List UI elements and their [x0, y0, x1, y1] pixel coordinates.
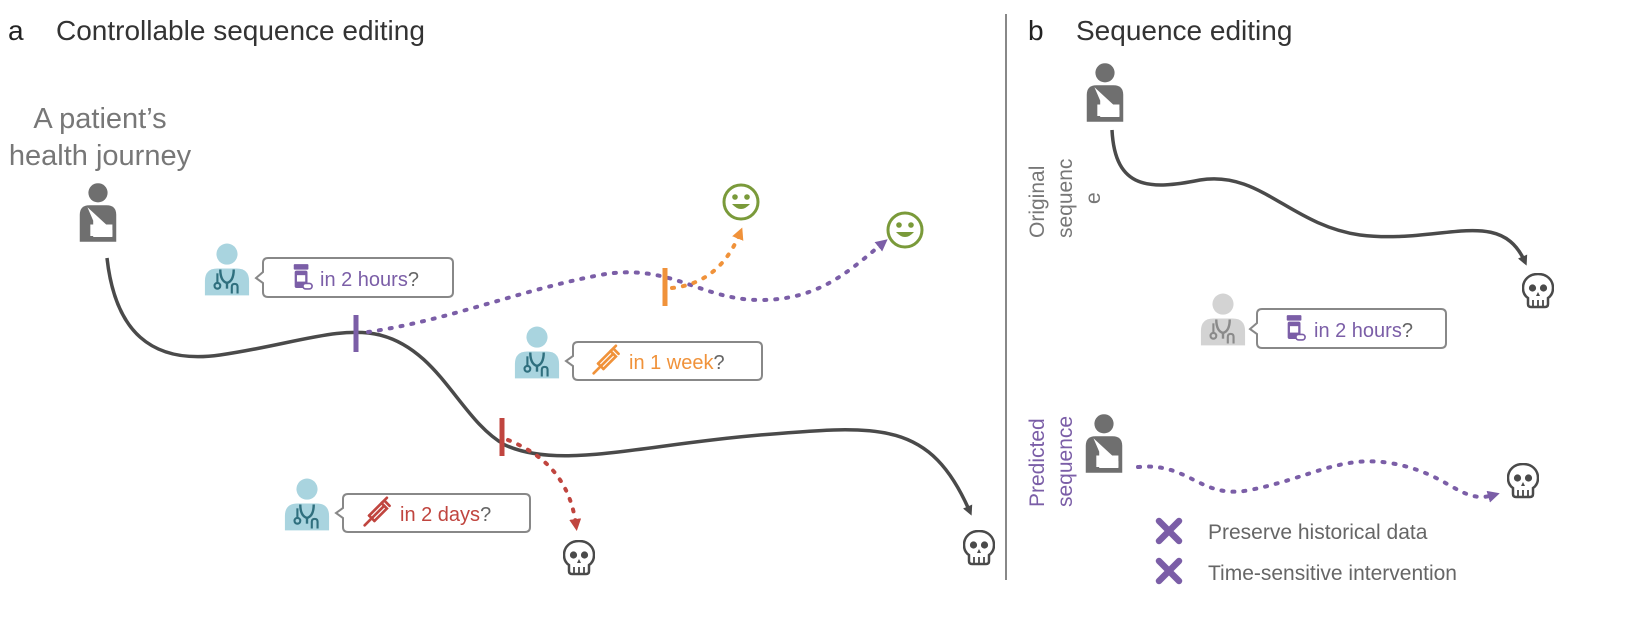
- original-label-line3: e: [1082, 192, 1105, 204]
- panel-a-letter: a: [8, 15, 24, 46]
- x-mark-icon: [1155, 557, 1183, 585]
- main-trajectory-line: [105, 257, 973, 516]
- bubble-query-text: in 2 days?: [400, 504, 491, 526]
- query-time: in 2 hours: [1314, 320, 1402, 342]
- legend-item: Preserve historical data: [1155, 517, 1428, 545]
- panel-b-title: Sequence editing: [1076, 15, 1292, 46]
- panel-a-title: Controllable sequence editing: [56, 15, 425, 46]
- skull-icon: [563, 540, 595, 576]
- predicted-label-line2: sequence: [1054, 416, 1077, 507]
- speech-bubble: [334, 493, 531, 533]
- skull-icon: [963, 530, 995, 566]
- doctor-icon: [283, 477, 331, 531]
- smiley-icon: [886, 211, 924, 249]
- query-time: in 2 days: [400, 504, 480, 526]
- query-time: in 2 hours: [320, 269, 408, 291]
- predicted-sequence-label: Predicted sequence: [1026, 416, 1077, 507]
- patient-label-line2: health journey: [9, 140, 192, 172]
- original-trajectory-line: [1110, 129, 1528, 266]
- patient-icon: [1086, 63, 1124, 122]
- skull-icon: [1522, 273, 1554, 309]
- patient-icon: [1085, 414, 1123, 473]
- doctor-icon: [203, 242, 251, 296]
- doctor-icon: [513, 325, 561, 379]
- original-label-line1: Original: [1026, 166, 1049, 238]
- query-suffix: ?: [714, 352, 725, 374]
- patient-label-line1: A patient’s: [33, 103, 166, 135]
- bubble-query-text: in 1 week?: [629, 352, 725, 374]
- bubble-query-text: in 2 hours?: [320, 269, 419, 291]
- skull-icon: [1507, 463, 1539, 499]
- original-label-line2: sequenc: [1054, 159, 1077, 238]
- red-branch-line: [506, 438, 582, 531]
- legend-item: Time-sensitive intervention: [1155, 557, 1457, 585]
- doctor-icon: [1199, 292, 1247, 346]
- purple-branch-line: [366, 239, 888, 334]
- patient-icon: [79, 183, 117, 242]
- query-time: in 1 week: [629, 352, 714, 374]
- bubble-query-text: in 2 hours?: [1314, 320, 1413, 342]
- legend-text: Time-sensitive intervention: [1208, 562, 1457, 585]
- panel-b-letter: b: [1028, 15, 1044, 46]
- legend-text: Preserve historical data: [1208, 521, 1428, 544]
- query-suffix: ?: [480, 504, 491, 526]
- query-suffix: ?: [1402, 320, 1413, 342]
- predicted-label-line1: Predicted: [1026, 418, 1049, 507]
- query-suffix: ?: [408, 269, 419, 291]
- x-mark-icon: [1155, 517, 1183, 545]
- original-sequence-label: Original sequenc e: [1026, 159, 1105, 238]
- orange-branch-line: [670, 227, 744, 290]
- predicted-trajectory-line: [1136, 459, 1500, 503]
- smiley-icon: [722, 183, 760, 221]
